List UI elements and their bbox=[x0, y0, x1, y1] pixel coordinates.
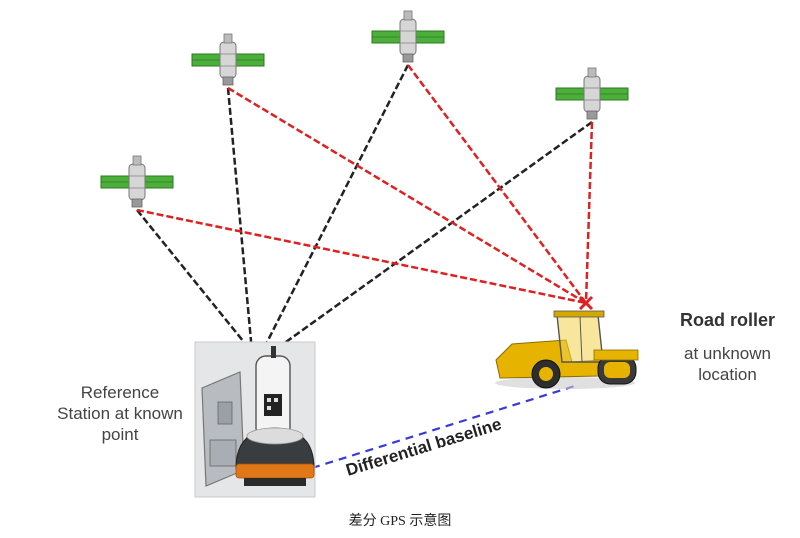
reference-station-image bbox=[194, 341, 316, 498]
roller-antenna-marker bbox=[578, 295, 594, 311]
gnss-receiver-icon bbox=[201, 346, 315, 487]
ref-line-sat2 bbox=[226, 87, 254, 353]
rover-line-sat2 bbox=[227, 86, 587, 305]
rover-line-sat1 bbox=[136, 208, 587, 305]
ref-line-sat1 bbox=[136, 209, 253, 353]
reference-label-line2: Station at known bbox=[57, 404, 183, 423]
road-roller-icon bbox=[495, 310, 639, 389]
satellite-icon bbox=[191, 33, 265, 86]
road-roller-sub-line1: at unknown bbox=[684, 344, 771, 363]
reference-station-label: Reference Station at known point bbox=[40, 382, 200, 445]
satellite-icon bbox=[371, 10, 445, 63]
satellite-icon bbox=[555, 67, 629, 120]
ref-line-sat4 bbox=[271, 120, 593, 354]
figure-caption: 差分 GPS 示意图 bbox=[348, 514, 452, 529]
rover-line-sat4 bbox=[584, 121, 594, 304]
rover-line-sat3 bbox=[406, 64, 588, 304]
road-roller-title: Road roller bbox=[679, 310, 776, 330]
satellite-icon bbox=[100, 155, 174, 208]
road-roller-sub-line2: location bbox=[698, 365, 757, 384]
differential-baseline bbox=[311, 383, 579, 470]
reference-signal-lines bbox=[136, 64, 593, 354]
baseline-label: Differential baseline bbox=[344, 414, 504, 479]
reference-label-line1: Reference bbox=[80, 383, 160, 402]
road-roller-subtitle: at unknown location bbox=[655, 343, 800, 385]
ref-line-sat3 bbox=[260, 64, 410, 353]
reference-label-line3: point bbox=[101, 425, 139, 444]
rover-signal-lines bbox=[136, 64, 594, 305]
